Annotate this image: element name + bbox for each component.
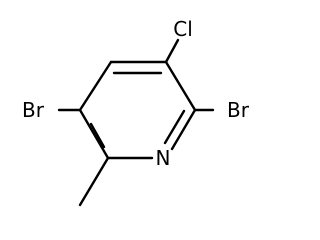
bond-c3-cl bbox=[164, 38, 180, 64]
bond-c6-c5-inner bbox=[89, 122, 106, 149]
bond-c3-c2 bbox=[164, 60, 197, 112]
atom-label-bromine-left: Br bbox=[22, 98, 45, 122]
bond-c6-methyl bbox=[78, 156, 110, 207]
bond-c2-n bbox=[170, 108, 197, 151]
bonds bbox=[57, 38, 215, 207]
atom-label-chlorine: Cl bbox=[173, 17, 193, 41]
bond-c2-n-inner bbox=[163, 109, 186, 145]
bond-c6-c5 bbox=[78, 108, 110, 160]
molecule-structure: Cl Br Br N bbox=[22, 17, 250, 207]
atom-label-bromine-right: Br bbox=[227, 98, 250, 122]
atom-label-nitrogen: N bbox=[156, 146, 171, 170]
atom-labels: Cl Br Br N bbox=[22, 17, 250, 170]
bond-c5-c4 bbox=[78, 60, 113, 112]
